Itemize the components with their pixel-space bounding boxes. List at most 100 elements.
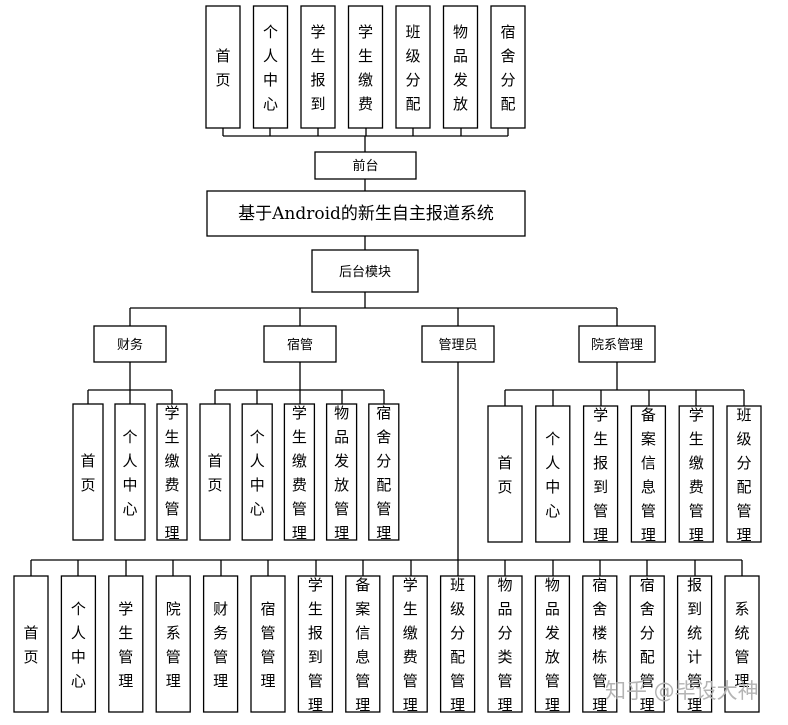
item-box-frame xyxy=(156,403,188,541)
system-title: 基于Android的新生自主报道系统 xyxy=(238,204,494,224)
item-label: 备案信息管理 xyxy=(355,576,370,714)
item-label: 学生报到 xyxy=(310,23,325,113)
item-box-frame xyxy=(490,5,526,129)
node-frontend: 前台 xyxy=(314,151,417,180)
item-box: 学生报到 xyxy=(300,5,336,129)
item-box-frame xyxy=(345,575,381,713)
item-label: 宿舍分配管理 xyxy=(376,404,391,542)
item-label: 个人中心 xyxy=(122,428,137,518)
item-box-frame xyxy=(347,5,384,129)
item-box: 财务管理 xyxy=(202,575,239,713)
item-label: 财务管理 xyxy=(213,600,228,690)
item-label: 物品分类管理 xyxy=(497,576,512,714)
item-box: 宿管管理 xyxy=(250,575,286,713)
item-label: 学生缴费管理 xyxy=(164,404,179,542)
item-box: 宿舍分配管理 xyxy=(368,403,400,542)
item-box-frame xyxy=(108,575,144,713)
item-box: 个人中心 xyxy=(535,405,571,543)
item-box-frame xyxy=(368,403,400,541)
item-box-frame xyxy=(199,403,231,541)
item-box-frame xyxy=(252,5,289,129)
item-label: 物品发放 xyxy=(453,23,468,113)
item-box: 班级分配管理 xyxy=(726,405,762,544)
item-box-frame xyxy=(202,575,239,713)
item-label: 院系管理 xyxy=(166,600,181,690)
item-box-frame xyxy=(114,403,146,541)
item-label: 个人中心 xyxy=(250,428,265,518)
item-label: 个人中心 xyxy=(263,23,278,113)
finance-items: 首页 个人中心 学生缴费管理 xyxy=(72,403,188,542)
item-box: 报到统计管理 xyxy=(676,575,713,714)
item-box: 个人中心 xyxy=(60,575,97,713)
backend-label: 后台模块 xyxy=(339,265,391,280)
item-label: 备案信息管理 xyxy=(641,406,656,544)
item-box: 物品发放管理 xyxy=(534,575,571,714)
item-label: 班级分配管理 xyxy=(736,406,751,544)
item-box: 学生缴费 xyxy=(347,5,384,129)
item-label: 首页 xyxy=(215,47,230,89)
role-dorm-manager: 宿管 xyxy=(263,325,337,363)
role-admin: 管理员 xyxy=(421,325,495,363)
item-box-frame xyxy=(250,575,286,713)
item-box-frame xyxy=(582,575,618,713)
item-box-frame xyxy=(60,575,97,713)
frontend-label: 前台 xyxy=(352,158,378,174)
item-box: 学生缴费管理 xyxy=(392,575,428,714)
item-label: 学生缴费管理 xyxy=(403,576,418,714)
admin-items: 首页 个人中心 学生管理 院系管理 财务管理 宿管管理 学生报到管理 备案信息管理 学生缴费管理… xyxy=(13,575,760,714)
item-box: 个人中心 xyxy=(252,5,289,129)
item-box-frame xyxy=(395,5,431,129)
item-box-frame xyxy=(487,575,523,713)
item-box: 宿舍楼栋管理 xyxy=(582,575,618,714)
watermark: 知乎 @毕设大神 xyxy=(605,679,759,703)
item-box-frame xyxy=(392,575,428,713)
item-box-frame xyxy=(13,575,49,713)
node-backend: 后台模块 xyxy=(311,249,419,293)
item-box-frame xyxy=(241,403,273,541)
item-box-frame xyxy=(676,575,713,713)
item-box-frame xyxy=(205,5,241,129)
node-system-title: 基于Android的新生自主报道系统 xyxy=(206,190,526,237)
item-label: 学生缴费 xyxy=(358,23,373,113)
role-label: 财务 xyxy=(117,337,143,353)
item-box-frame xyxy=(442,5,479,129)
item-label: 首页 xyxy=(497,454,512,496)
item-box: 首页 xyxy=(13,575,49,713)
item-label: 个人中心 xyxy=(545,430,560,520)
item-label: 班级分配管理 xyxy=(450,576,465,714)
item-box: 宿舍分配管理 xyxy=(629,575,665,714)
item-box: 学生报到管理 xyxy=(297,575,334,714)
item-box: 学生缴费管理 xyxy=(156,403,188,542)
item-box: 学生报到管理 xyxy=(582,405,619,544)
item-box-frame xyxy=(535,405,571,543)
item-box: 院系管理 xyxy=(155,575,191,713)
item-box: 首页 xyxy=(487,405,523,543)
item-box-frame xyxy=(297,575,334,713)
item-box: 个人中心 xyxy=(114,403,146,541)
item-box: 首页 xyxy=(72,403,104,541)
item-label: 宿舍楼栋管理 xyxy=(592,576,607,714)
item-label: 宿管管理 xyxy=(260,600,275,690)
item-label: 学生管理 xyxy=(118,600,133,690)
item-box-frame xyxy=(582,405,619,543)
role-department: 院系管理 xyxy=(578,325,656,363)
item-label: 学生报到管理 xyxy=(593,406,608,544)
item-box: 学生管理 xyxy=(108,575,144,713)
role-label: 宿管 xyxy=(287,337,313,353)
item-label: 首页 xyxy=(207,452,222,494)
item-label: 班级分配 xyxy=(405,23,420,113)
item-box: 学生缴费管理 xyxy=(678,405,714,544)
item-box-frame xyxy=(534,575,571,713)
item-label: 物品发放管理 xyxy=(334,404,349,542)
item-label: 首页 xyxy=(23,624,38,666)
item-label: 学生报到管理 xyxy=(308,576,323,714)
role-finance: 财务 xyxy=(93,325,167,363)
item-box-frame xyxy=(325,403,358,541)
item-box-frame xyxy=(724,575,760,713)
connector-lines xyxy=(30,128,745,576)
item-label: 个人中心 xyxy=(71,600,86,690)
item-label: 学生缴费管理 xyxy=(689,406,704,544)
item-label: 报到统计管理 xyxy=(687,576,702,714)
